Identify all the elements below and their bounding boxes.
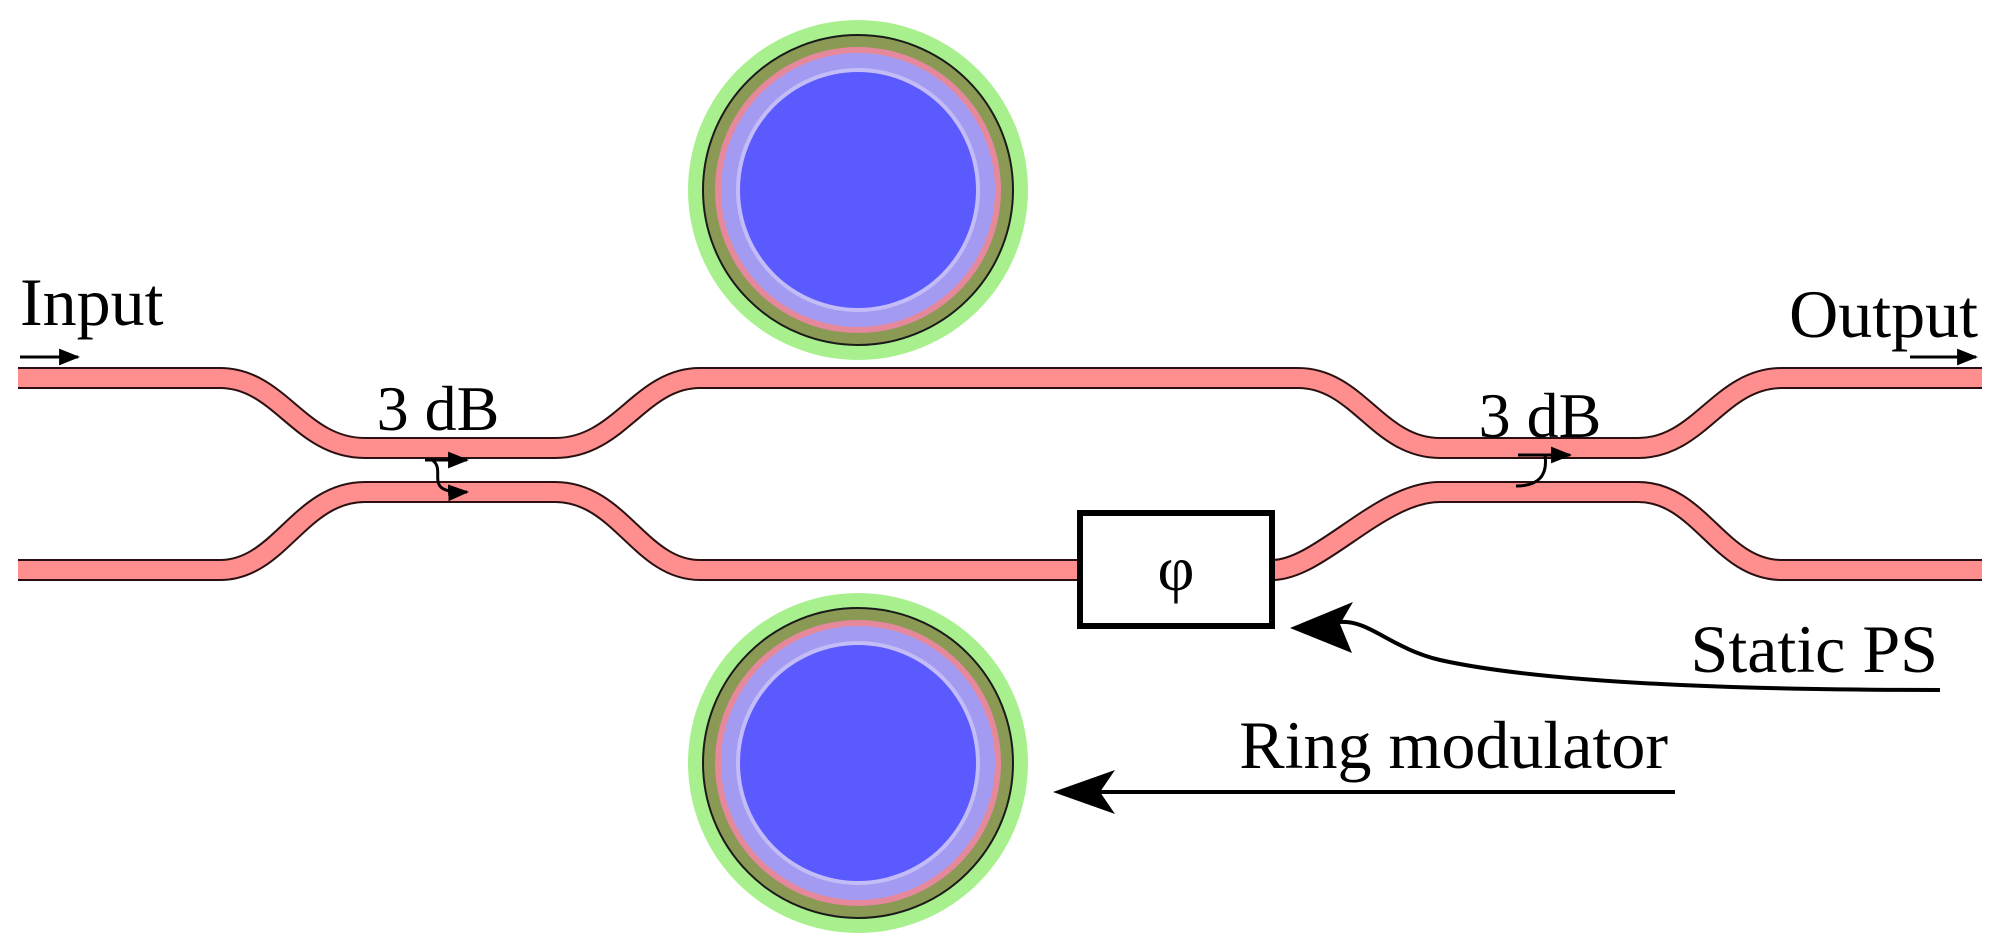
- phase-shifter: φ: [1077, 510, 1275, 629]
- static-ps-label: Static PS: [1691, 611, 1939, 687]
- output-label: Output: [1789, 276, 1978, 352]
- waveguide-bottom-left: [18, 481, 1080, 581]
- input-label: Input: [20, 264, 164, 340]
- phase-symbol: φ: [1158, 533, 1195, 604]
- coupler-right-cross-arrow-icon: [1515, 446, 1573, 488]
- ring-resonator-bottom: [688, 593, 1028, 933]
- ring-resonator-top: [688, 20, 1028, 360]
- coupler-left-cross-arrow-icon: [425, 451, 470, 502]
- waveguide-top: [18, 367, 1982, 459]
- ring-modulator-label: Ring modulator: [1239, 707, 1668, 783]
- static-ps-arrow-icon: [1290, 602, 1941, 692]
- ring-modulator-arrow-icon: [1053, 770, 1675, 814]
- coupler-left-label: 3 dB: [377, 373, 500, 444]
- waveguide-bottom-right: [1271, 481, 1982, 581]
- coupler-right-label: 3 dB: [1479, 380, 1602, 451]
